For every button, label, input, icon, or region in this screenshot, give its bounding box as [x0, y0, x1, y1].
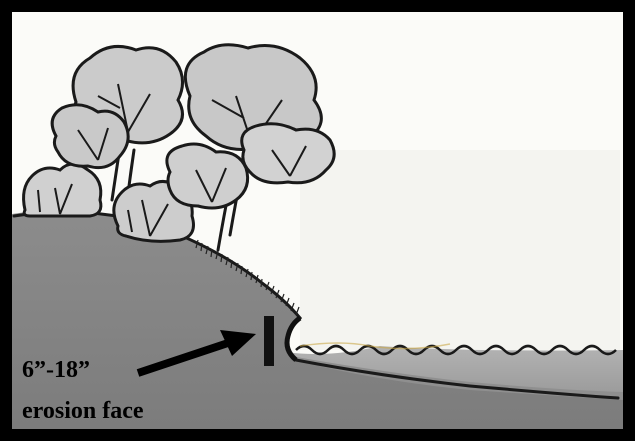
erosion-height-marker	[264, 316, 274, 366]
sky-wash	[300, 150, 620, 350]
annotation-depth-label: 6”-18”	[22, 358, 90, 382]
shrub-left	[24, 164, 101, 216]
annotation-erosion-face-label: erosion face	[22, 399, 144, 423]
